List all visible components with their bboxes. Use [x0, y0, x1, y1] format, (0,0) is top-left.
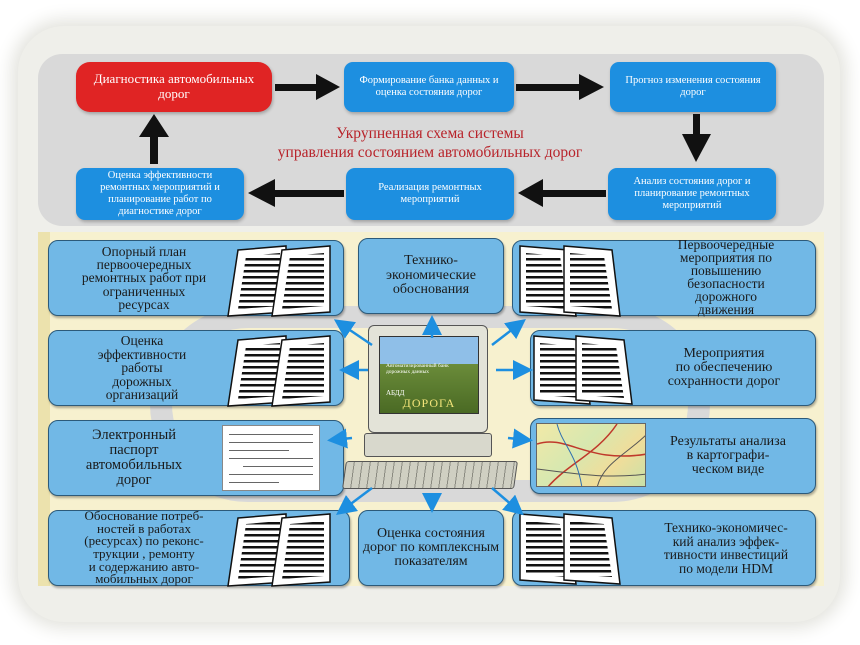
support-plan-line: ресурсах [118, 296, 170, 312]
resource-needs-line: трукции , ремонту [93, 546, 195, 561]
hdm-analysis-line: по модели HDM [679, 560, 773, 576]
document-stack-icon [227, 513, 331, 587]
priority-safety-line: повышению [690, 263, 762, 279]
monitor-screen: Автоматизированный банк дорожных данных … [379, 336, 479, 414]
box-databank: Формирование банка данных и оценка состо… [344, 62, 514, 112]
preservation-line: по обеспечению [675, 360, 773, 375]
screen-small-label: АБДД [386, 389, 405, 397]
box-analysis-label: Анализ состояния дорог и планирование ре… [633, 175, 751, 212]
org-efficiency-line: Оценка [120, 333, 164, 349]
passport-scan-image [222, 425, 320, 491]
org-efficiency-line: дорожных [112, 373, 172, 389]
resource-needs-line: Обоснование потреб- [84, 507, 204, 523]
org-efficiency-line: работы [121, 360, 163, 376]
arrow-diagnostics-to-databank [275, 74, 340, 100]
e-passport-line: дорог [116, 472, 152, 489]
outputs-panel-edge [38, 232, 50, 586]
box-realization: Реализация ремонтных мероприятий [346, 168, 514, 220]
document-stack-icon [227, 335, 331, 407]
tech-econ-line: Технико- [404, 252, 458, 268]
box-efficiency: Оценка эффективности ремонтных мероприят… [76, 168, 244, 220]
tech-econ-line: обоснования [392, 282, 470, 298]
complex-assessment-line: комплексным [418, 540, 500, 556]
arrow-realization-to-efficiency [248, 179, 344, 207]
carto-results-line: ческом виде [691, 462, 765, 477]
computer-illustration: Автоматизированный банк дорожных данных … [340, 325, 520, 495]
support-plan-line: ограниченных [102, 283, 186, 299]
e-passport-line: автомобильных [85, 457, 183, 473]
org-efficiency-line: организаций [105, 387, 179, 403]
system-unit [364, 433, 492, 457]
monitor: Автоматизированный банк дорожных данных … [368, 325, 488, 433]
arrow-efficiency-to-diagnostics [139, 114, 169, 164]
document-stack-icon [227, 245, 331, 317]
hdm-analysis-line: Технико-экономичес- [664, 520, 788, 535]
resource-needs-line: мобильных дорог [95, 571, 193, 587]
box-forecast: Прогноз изменения состояния дорог [610, 62, 776, 112]
arrow-databank-to-forecast [516, 74, 604, 100]
document-stack-icon [519, 513, 621, 585]
box-databank-label: Формирование банка данных и оценка состо… [359, 74, 499, 98]
resource-needs-line: и содержанию авто- [88, 558, 200, 574]
complex-assessment-line: состояния [424, 526, 485, 542]
resource-needs-line: (ресурсах) по реконс- [84, 533, 204, 549]
document-stack-icon [533, 335, 633, 405]
scheme-title-line1: Укрупненная схема системы [336, 125, 524, 142]
priority-safety-line: дорожного [694, 288, 758, 304]
scheme-title: Укрупненная схема системы управления сос… [220, 125, 640, 162]
map-roads [537, 424, 645, 486]
e-passport-line: паспорт [109, 441, 159, 458]
box-efficiency-label: Оценка эффективности ремонтных мероприят… [100, 169, 220, 218]
resource-needs-line: ностей в работах [97, 520, 191, 536]
priority-safety-line: движения [697, 301, 755, 317]
keyboard [342, 461, 518, 489]
tech-econ-line: экономические [385, 267, 476, 283]
box-analysis: Анализ состояния дорог и планирование ре… [608, 168, 776, 220]
priority-safety-line: мероприятия по [679, 250, 773, 266]
complex-assessment-line: дорог по [362, 540, 415, 556]
priority-safety-line: Первоочередные [677, 237, 775, 253]
org-efficiency-line: эффективности [97, 346, 187, 362]
hdm-analysis-line: тивности инвестиций [663, 547, 789, 562]
arrow-analysis-to-realization [518, 179, 606, 207]
box-forecast-label: Прогноз изменения состояния дорог [625, 74, 761, 98]
document-stack-icon [519, 245, 621, 317]
road-map-image [536, 423, 646, 487]
priority-safety-line: безопасности [687, 276, 765, 291]
screen-title: ДОРОГА [402, 396, 456, 410]
output-tech-econ: Технико- экономические обоснования [358, 238, 504, 314]
box-diagnostics: Диагностика автомобильных дорог [76, 62, 272, 112]
screen-caption: Автоматизированный банк дорожных данных [386, 363, 449, 376]
complex-assessment-line: показателям [394, 553, 468, 569]
e-passport-line: Электронный [92, 426, 176, 443]
complex-assessment-line: Оценка [377, 526, 422, 542]
carto-results-line: Результаты анализа [670, 434, 786, 449]
support-plan-line: Опорный план [101, 243, 187, 259]
support-plan-line: ремонтных работ при [81, 270, 207, 286]
carto-results-line: в картографи- [686, 448, 770, 463]
preservation-line: сохранности дорог [667, 374, 781, 389]
preservation-line: Мероприятия [683, 346, 765, 361]
scheme-title-line2: управления состоянием автомобильных доро… [277, 143, 583, 161]
box-realization-label: Реализация ремонтных мероприятий [378, 181, 482, 205]
box-diagnostics-label: Диагностика автомобильных дорог [93, 71, 255, 101]
support-plan-line: первоочередных [96, 257, 192, 273]
arrow-forecast-to-analysis [682, 114, 711, 162]
hdm-analysis-line: кий анализ эффек- [672, 533, 780, 549]
